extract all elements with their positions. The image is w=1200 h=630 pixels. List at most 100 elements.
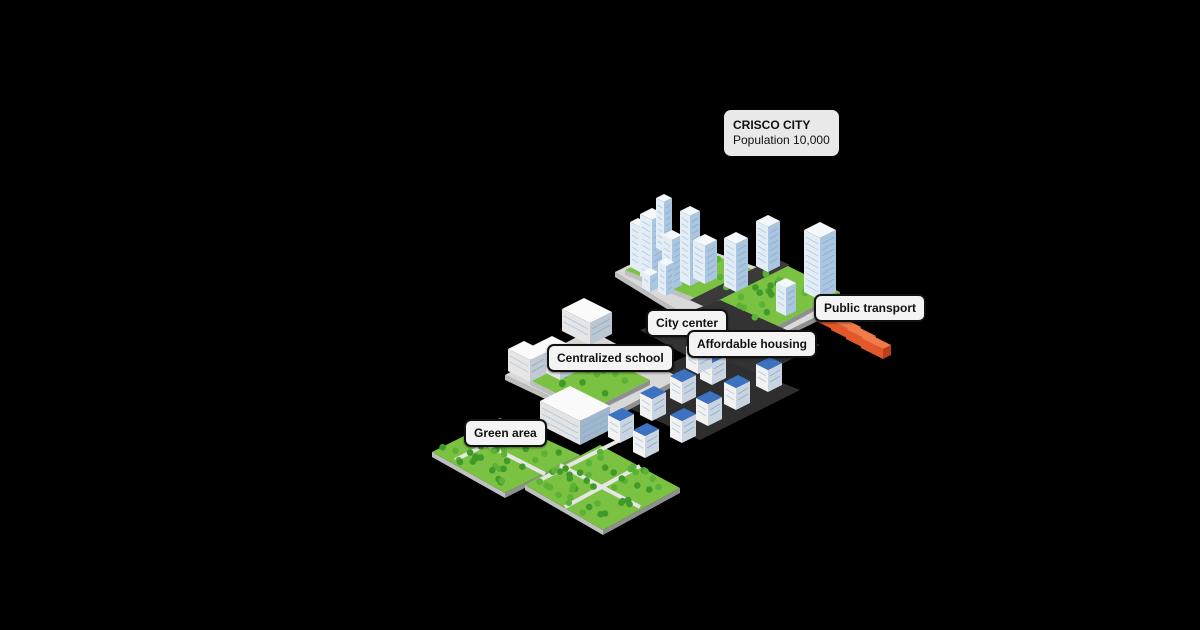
affordable-house-window [646,435,658,443]
label-public-transport[interactable]: Public transport [814,294,927,322]
tree [559,379,566,387]
affordable-house-window [641,399,651,406]
tree [503,457,511,465]
affordable-house-window [737,387,749,395]
skyscraper-window [805,272,819,281]
skyscraper-window [821,236,835,245]
city-name: CRISCO CITY [733,118,811,132]
skyscraper-window [725,274,735,281]
skyscraper-window [657,222,663,227]
affordable-house-window [621,426,633,434]
skyscraper-window [681,223,689,229]
skyscraper-window [821,242,835,251]
skyscraper-window [667,274,673,279]
skyscraper-window [657,240,663,245]
skyscraper-window [769,257,779,264]
skyscraper-window [681,271,689,277]
skyscraper-window [673,271,681,277]
tree [477,454,485,461]
skyscraper-window [659,280,665,285]
tree [565,499,573,507]
affordable-house [608,415,620,443]
tree [601,464,609,472]
tree [541,450,548,458]
school-building-window [541,419,579,440]
skyscraper-window [681,253,689,259]
skyscraper [756,215,780,227]
skyscraper [680,206,700,216]
skyscraper-window [651,278,657,283]
skyscraper-window [631,240,639,246]
skyscraper-window [757,227,767,234]
tree [522,445,530,453]
affordable-house-window [737,393,749,401]
skyscraper-window [665,204,671,209]
affordable-house-window [653,404,665,412]
tree [555,449,562,456]
affordable-house-window [713,362,725,370]
skyscraper-window [737,262,747,269]
tree [567,494,574,501]
affordable-house-window [641,405,651,412]
skyscraper [658,262,666,296]
tree [740,304,748,312]
label-green-area[interactable]: Green area [464,419,547,447]
skyscraper-window [737,250,747,257]
tree [555,491,562,499]
affordable-house [608,408,634,421]
skyscraper-window [706,246,716,253]
affordable-house-window [725,394,735,401]
skyscraper-window [657,216,663,221]
skyscraper-window [691,223,699,229]
skyscraper [724,232,748,244]
skyscraper-window [653,256,663,263]
tree [466,449,474,456]
skyscraper-window [821,248,835,257]
skyscraper-window [769,233,779,240]
affordable-house-window [671,427,681,434]
tree [546,484,554,491]
affordable-house-window [709,403,721,411]
green-area-platform-edge [432,452,505,498]
affordable-house-window [713,368,725,376]
skyscraper-window [659,268,665,273]
label-centralized-school[interactable]: Centralized school [547,344,674,372]
skyscraper-window [805,248,819,257]
label-affordable-housing[interactable]: Affordable housing [687,330,817,358]
skyscraper-window [681,235,689,241]
skyscraper-window [665,210,671,215]
school-building-window [509,355,529,367]
affordable-house-window [609,427,619,434]
skyscraper [656,194,672,202]
tree [716,273,724,281]
skyscraper-window [641,226,651,233]
tree [594,500,601,507]
skyscraper-window [706,270,716,277]
skyscraper-window [777,295,785,301]
skyscraper-window [667,280,673,285]
skyscraper-window [821,266,835,275]
skyscraper-window [663,253,671,259]
tree [585,503,593,511]
tree [610,469,617,476]
affordable-house-window [609,421,619,428]
skyscraper-window [769,239,779,246]
skyscraper-window [681,229,689,235]
skyscraper-window [757,245,767,252]
tree [601,390,609,397]
tree [766,288,773,295]
skyscraper-window [769,245,779,252]
skyscraper-window [757,251,767,258]
skyscraper-window [667,268,673,273]
tree [618,475,626,482]
skyscraper-window [805,242,819,251]
tree [618,499,625,507]
skyscraper-window [821,254,835,263]
tree [551,467,558,474]
school-building-window [581,412,609,428]
affordable-house [670,376,682,404]
tree [767,282,774,289]
affordable-house-window [653,398,665,406]
tree [536,478,543,485]
